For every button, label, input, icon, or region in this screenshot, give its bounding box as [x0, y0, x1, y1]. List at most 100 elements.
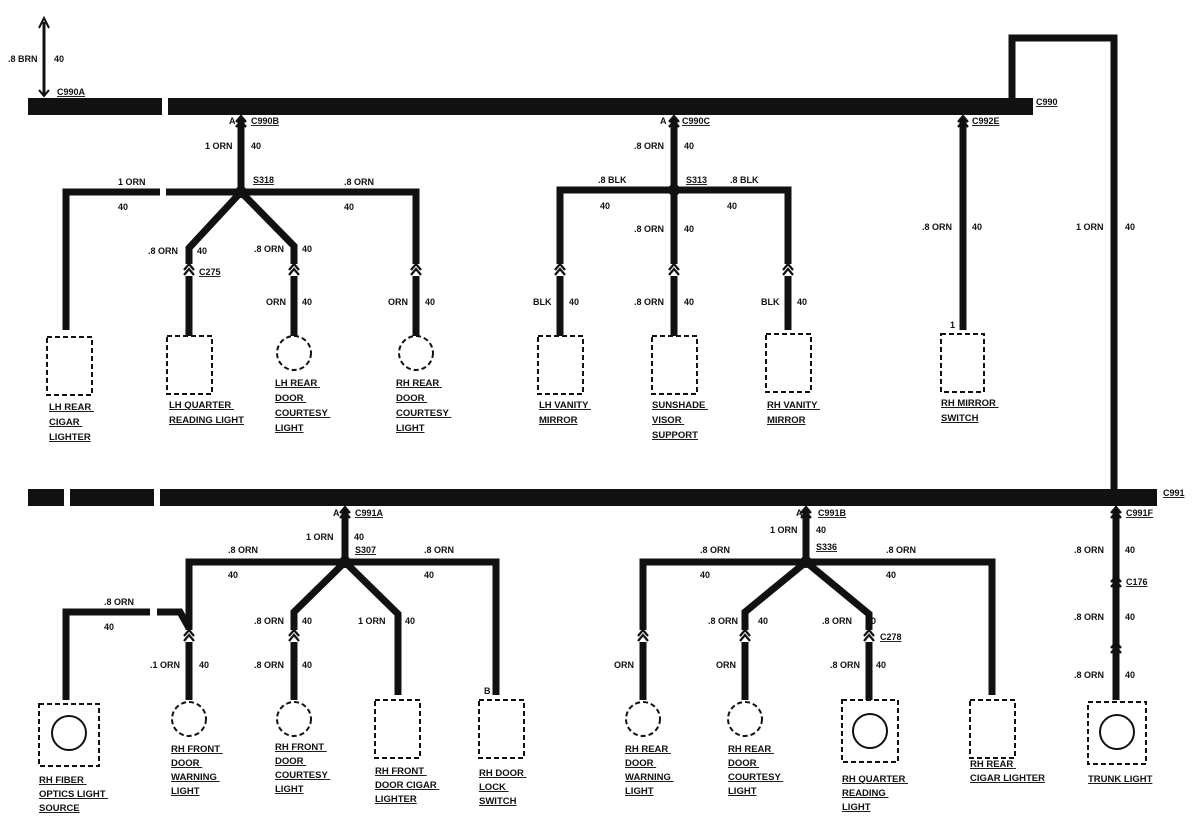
svg-text:40: 40	[302, 297, 312, 307]
svg-text:40: 40	[876, 660, 886, 670]
sunshade-visor-support-symbol	[651, 335, 698, 395]
svg-text:40: 40	[199, 660, 209, 670]
svg-text:BLK: BLK	[761, 297, 780, 307]
rh-front-door-courtesy-light-symbol	[276, 701, 312, 737]
wires	[62, 118, 1120, 700]
connector-c991f: C991F	[1126, 508, 1154, 518]
group-4-labels: A C991B 1 ORN 40 S336 .8 ORN 40 .8 ORN 4…	[700, 508, 916, 580]
caption-sunshade-visor-support: SUNSHADE VISOR SUPPORT	[652, 400, 708, 441]
svg-text:.8 ORN: .8 ORN	[254, 660, 284, 670]
svg-text:1 ORN: 1 ORN	[770, 525, 798, 535]
connector-marks	[183, 114, 1122, 654]
bus-c990	[168, 98, 1033, 115]
connector-c990c: C990C	[682, 116, 711, 126]
top-wire-labels: .8 ORN 40 C275 .8 ORN 40 ORN 40 ORN 40 B…	[148, 116, 1000, 330]
splice-label-s336: S336	[816, 542, 837, 552]
svg-text:BLK: BLK	[533, 297, 552, 307]
connector-c990a: C990A	[57, 87, 86, 97]
bus-c991	[160, 489, 1157, 506]
rh-rear-cigar-lighter-symbol	[969, 699, 1016, 759]
caption-lh-rear-cigar-lighter: LH REAR CIGAR LIGHTER	[49, 402, 94, 443]
svg-text:40: 40	[228, 570, 238, 580]
svg-text:.8 ORN: .8 ORN	[822, 616, 852, 626]
caption-rh-rear-door-courtesy-light: RH REAR DOOR COURTESY LIGHT	[396, 378, 451, 434]
lh-rear-cigar-lighter-symbol	[46, 336, 93, 396]
rh-front-door-warning-light-symbol	[171, 701, 207, 737]
caption-rh-fiber-optics-light-source: RH FIBER OPTICS LIGHT SOURCE	[39, 775, 108, 814]
svg-text:B: B	[484, 686, 491, 696]
svg-text:40: 40	[302, 244, 312, 254]
svg-text:.8 ORN: .8 ORN	[344, 177, 374, 187]
svg-text:40: 40	[866, 616, 876, 626]
top-component-captions: LH REAR CIGAR LIGHTER LH QUARTER READING…	[49, 378, 999, 443]
bus-c991-seg1	[28, 489, 64, 506]
bus-c991-seg2	[70, 489, 154, 506]
svg-text:.8 ORN: .8 ORN	[1074, 545, 1104, 555]
feed-circuit: 40	[54, 54, 64, 64]
svg-text:40: 40	[104, 622, 114, 632]
svg-text:40: 40	[118, 202, 128, 212]
svg-text:40: 40	[1125, 670, 1135, 680]
svg-text:40: 40	[700, 570, 710, 580]
svg-text:ORN: ORN	[266, 297, 286, 307]
splice-s307	[339, 556, 351, 568]
svg-text:40: 40	[302, 660, 312, 670]
svg-text:.8 ORN: .8 ORN	[254, 616, 284, 626]
svg-text:1 ORN: 1 ORN	[306, 532, 334, 542]
bus-label-c991: C991	[1163, 488, 1185, 498]
svg-text:40: 40	[600, 201, 610, 211]
svg-text:.8 ORN: .8 ORN	[634, 224, 664, 234]
svg-text:.8 ORN: .8 ORN	[886, 545, 916, 555]
svg-text:.8 ORN: .8 ORN	[148, 246, 178, 256]
bus-label-c990: C990	[1036, 97, 1058, 107]
caption-rh-rear-door-warning-light: RH REAR DOOR WARNING LIGHT	[625, 744, 674, 797]
svg-text:.1 ORN: .1 ORN	[150, 660, 180, 670]
svg-text:A: A	[333, 508, 340, 518]
caption-trunk-light: TRUNK LIGHT	[1088, 774, 1153, 785]
svg-text:ORN: ORN	[716, 660, 736, 670]
riser-circuit: 40	[1125, 222, 1135, 232]
svg-text:ORN: ORN	[388, 297, 408, 307]
svg-text:40: 40	[758, 616, 768, 626]
caption-lh-rear-door-courtesy-light: LH REAR DOOR COURTESY LIGHT	[275, 378, 330, 434]
svg-text:.8 BLK: .8 BLK	[730, 175, 759, 185]
svg-text:.8 ORN: .8 ORN	[228, 545, 258, 555]
svg-text:.8 ORN: .8 ORN	[634, 297, 664, 307]
splice-s336	[800, 556, 812, 568]
connector-c275: C275	[199, 267, 221, 277]
connector-c990b: C990B	[251, 116, 280, 126]
svg-text:.8 ORN: .8 ORN	[1074, 612, 1104, 622]
riser-wire	[1008, 34, 1118, 490]
svg-text:.8 ORN: .8 ORN	[708, 616, 738, 626]
caption-rh-mirror-switch: RH MIRROR SWITCH	[941, 398, 999, 424]
rh-rear-door-warning-light-symbol	[625, 701, 661, 737]
group-2-labels: A C990C .8 ORN 40 S313 .8 BLK 40 .8 BLK …	[598, 116, 759, 211]
svg-text:40: 40	[197, 246, 207, 256]
connector-c278: C278	[880, 632, 902, 642]
svg-text:.8 ORN: .8 ORN	[1074, 670, 1104, 680]
svg-text:40: 40	[727, 201, 737, 211]
svg-text:A: A	[796, 508, 803, 518]
top-feed: .8 BRN 40 C990A	[8, 15, 86, 98]
svg-text:A: A	[660, 116, 667, 126]
svg-text:1 ORN: 1 ORN	[358, 616, 386, 626]
svg-text:40: 40	[405, 616, 415, 626]
rh-rear-door-courtesy-light-symbol	[398, 335, 434, 371]
caption-rh-door-lock-switch: RH DOOR LOCK SWITCH	[479, 768, 527, 807]
component-symbols	[38, 333, 1147, 767]
svg-text:40: 40	[424, 570, 434, 580]
svg-text:.8 ORN: .8 ORN	[424, 545, 454, 555]
svg-text:40: 40	[684, 141, 694, 151]
bulb-symbols	[51, 713, 1135, 751]
svg-text:40: 40	[797, 297, 807, 307]
caption-lh-vanity-mirror: LH VANITY MIRROR	[539, 400, 591, 426]
svg-text:40: 40	[972, 222, 982, 232]
bus-c990-left	[28, 98, 162, 115]
svg-text:1 ORN: 1 ORN	[205, 141, 233, 151]
bottom-wire-labels: .8 ORN 40 .1 ORN 40 .8 ORN 40 .8 ORN 40 …	[104, 508, 1154, 696]
svg-text:1 ORN: 1 ORN	[118, 177, 146, 187]
connector-c991a: C991A	[355, 508, 384, 518]
svg-text:40: 40	[354, 532, 364, 542]
svg-text:40: 40	[302, 616, 312, 626]
svg-text:.8 ORN: .8 ORN	[830, 660, 860, 670]
